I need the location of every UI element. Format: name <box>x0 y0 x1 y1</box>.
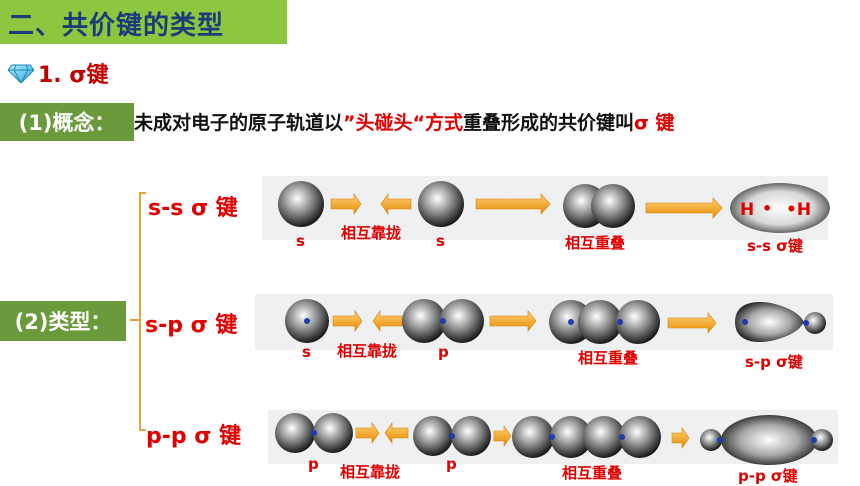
arrow-right <box>330 193 362 215</box>
bond-label-ss: s-s σ 键 <box>148 196 238 221</box>
nucleus-dot <box>717 437 723 443</box>
nucleus-dot <box>617 319 623 325</box>
caption-overlap: 相互重叠 <box>562 464 623 482</box>
nucleus-dot <box>811 437 817 443</box>
s-orbital-small <box>804 312 826 334</box>
nucleus-dot <box>619 434 625 440</box>
nucleus-dot <box>742 319 748 325</box>
arrow-right <box>332 310 363 332</box>
p-orbital-lobe <box>619 416 661 458</box>
arrow-right <box>671 427 690 449</box>
p-orbital-lobe <box>413 416 453 456</box>
pp-bond-orbital <box>721 415 817 465</box>
nucleus-dot <box>440 318 446 324</box>
electron-dot: • <box>762 199 772 218</box>
arrow-right <box>493 425 512 447</box>
s-orbital-overlap <box>591 184 635 228</box>
atom-label-h: •H <box>786 200 811 220</box>
caption-orbital-b: p <box>446 455 457 473</box>
arrow-left <box>380 193 412 215</box>
caption-approach: 相互靠拢 <box>341 224 402 242</box>
concept-label: (1)概念： <box>0 103 134 141</box>
caption-overlap: 相互重叠 <box>565 234 626 252</box>
atom-label-h: H <box>740 200 754 220</box>
arrow-left <box>384 422 409 444</box>
section-title: 1. σ键 <box>8 56 108 90</box>
p-orbital-small <box>700 429 722 451</box>
arrow-right <box>667 312 717 334</box>
caption-orbital-a: s <box>296 232 305 250</box>
concept-definition: 未成对电子的原子轨道以”头碰头“方式重叠形成的共价键叫σ 键 <box>134 106 674 140</box>
caption-overlap: 相互重叠 <box>578 349 639 367</box>
caption-orbital-b: s <box>436 232 445 250</box>
caption-result: s-s σ键 <box>747 237 803 255</box>
p-orbital-lobe <box>583 416 625 458</box>
caption-orbital-a: s <box>302 343 311 361</box>
p-orbital-lobe <box>440 299 484 343</box>
nucleus-dot <box>304 318 310 324</box>
definition-part-1: 未成对电子的原子轨道以 <box>134 112 344 134</box>
s-orbital <box>278 181 324 227</box>
definition-part-2: ”头碰头“方式 <box>343 112 463 134</box>
arrow-right <box>355 422 380 444</box>
caption-approach: 相互靠拢 <box>340 463 401 481</box>
definition-part-4: σ 键 <box>634 112 675 134</box>
caption-orbital-b: p <box>438 343 449 361</box>
definition-part-3: 重叠形成的共价键叫 <box>463 112 635 134</box>
nucleus-dot <box>803 320 809 326</box>
type-bracket <box>130 192 146 431</box>
p-orbital-lobe <box>451 416 491 456</box>
caption-approach: 相互靠拢 <box>337 342 398 360</box>
h2-molecule-orbital <box>730 183 830 233</box>
bond-label-sp: s-p σ 键 <box>145 313 238 338</box>
p-orbital-lobe <box>275 413 315 453</box>
section-title-text: 1. σ键 <box>38 63 109 88</box>
nucleus-dot <box>449 433 455 439</box>
types-label: (2)类型： <box>0 301 126 341</box>
sp-bond-orbital <box>735 301 804 343</box>
bond-label-pp: p-p σ 键 <box>146 424 242 449</box>
p-orbital-small <box>811 429 833 451</box>
diamond-icon <box>8 64 34 83</box>
nucleus-dot <box>311 430 317 436</box>
s-orbital <box>418 181 464 227</box>
p-orbital-lobe <box>313 413 353 453</box>
p-orbital-lobe <box>402 299 446 343</box>
p-orbital-lobe <box>616 300 660 344</box>
arrow-left <box>372 310 403 332</box>
nucleus-dot <box>549 434 555 440</box>
caption-result: p-p σ键 <box>738 467 798 485</box>
title-bar: 二、共价键的类型 <box>0 0 287 44</box>
caption-orbital-a: p <box>308 455 319 473</box>
page-title: 二、共价键的类型 <box>8 11 225 41</box>
arrow-right <box>489 310 537 332</box>
p-orbital-lobe <box>550 416 592 458</box>
arrow-right <box>645 197 723 219</box>
arrow-right <box>475 193 551 215</box>
nucleus-dot <box>568 319 574 325</box>
caption-result: s-p σ键 <box>745 353 803 371</box>
p-orbital-lobe <box>512 416 554 458</box>
p-orbital-lobe <box>578 300 622 344</box>
